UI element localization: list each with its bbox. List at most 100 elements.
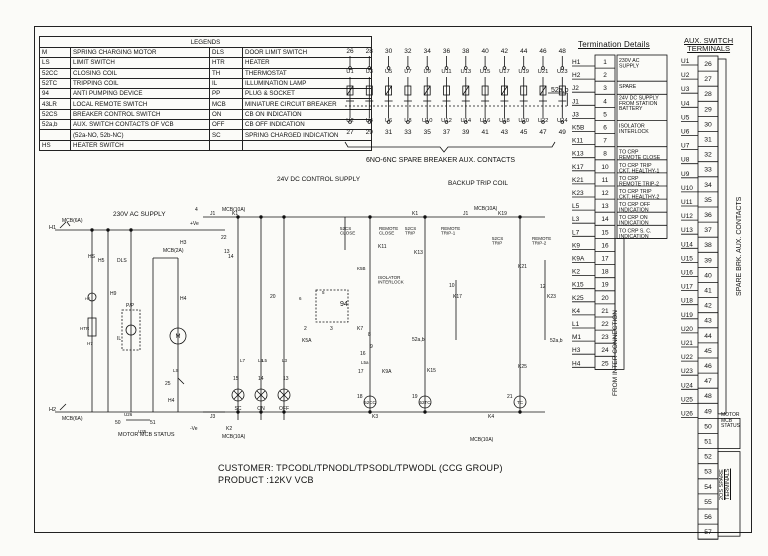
termination-wire-label: J1 [572, 98, 579, 105]
lamp-label: OFF [279, 406, 289, 412]
aux-terminal-wire-label: U23 [681, 368, 693, 375]
indication-lamp [231, 388, 245, 402]
mcb-label: MCB(10A) [470, 437, 494, 443]
termination-wire-label: H1 [572, 59, 581, 66]
junction-dot [106, 228, 110, 232]
indication-lamp [254, 388, 268, 402]
aux-terminal-number: 50 [704, 423, 712, 430]
aux-bottom-label: U10 [422, 118, 433, 124]
wire-label: 9 [370, 344, 373, 350]
aux-terminal-bottom [406, 120, 410, 124]
termination-number: 3 [603, 85, 607, 92]
spring-charging-motor [169, 327, 187, 345]
wire-label: K11 [378, 244, 387, 250]
aux-top-label: U19 [518, 69, 529, 75]
junction-dot [423, 410, 427, 414]
aux-terminal-number: 48 [704, 393, 712, 400]
wire-label: K5B [357, 266, 366, 271]
aux-terminal-wire-label: U24 [681, 382, 693, 389]
tripping-coil [418, 395, 432, 409]
junction-dot [368, 410, 372, 414]
termination-wire-label: K9 [572, 242, 580, 249]
wire-label: H4 [168, 398, 175, 404]
aux-terminal-number: 42 [704, 303, 712, 310]
dc-supply-title: 24V DC CONTROL SUPPLY [277, 176, 361, 183]
wire-label: K13 [414, 250, 423, 256]
aux-terminal-number: 56 [704, 514, 712, 521]
device-label: IL [117, 336, 121, 342]
termination-number: 15 [601, 229, 609, 236]
aux-terminal-number: 51 [704, 439, 712, 446]
mcb-switch [59, 403, 67, 411]
wire-label: K19 [498, 211, 507, 217]
termination-wire-label: K13 [572, 151, 584, 158]
aux-contact-nc [539, 85, 547, 96]
wire-label: 14 [258, 376, 264, 382]
wire-label: K9A [382, 369, 392, 375]
aux-caption-brace [344, 141, 556, 153]
termination-number: 25 [601, 360, 609, 367]
aux-bottom-label: U22 [538, 118, 549, 124]
aux-top-number: 36 [443, 48, 451, 55]
wire-label: 6 [299, 296, 302, 301]
wire-label: L5a [361, 360, 369, 365]
aux-top-number: 48 [559, 48, 567, 55]
termination-wire-label: L7 [572, 229, 580, 236]
wire-label: J1 [463, 211, 469, 217]
aux-contact-box [500, 85, 508, 96]
aux-terminal-top [444, 66, 449, 70]
aux-terminal-wire-label: U1 [681, 58, 690, 65]
termination-title: Termination Details [578, 40, 650, 49]
aux-top-number: 32 [404, 48, 412, 55]
junction-dot [282, 410, 286, 414]
aux-terminal-number: 32 [704, 152, 712, 159]
product-line: PRODUCT :12KV VCB [218, 475, 314, 485]
aux-top-number: 38 [462, 48, 470, 55]
aux-terminal-wire-label: U19 [681, 312, 693, 319]
aux-terminal-number: 53 [704, 469, 712, 476]
aux-bottom-number: 47 [539, 129, 547, 136]
mcb-label: MCB(6A) [62, 416, 83, 422]
aux-bottom-label: U2 [346, 118, 353, 124]
aux-terminal-number: 26 [704, 61, 712, 68]
lamp-cross [256, 390, 266, 400]
aux-terminal-bottom [502, 120, 507, 124]
wire-label: K4 [488, 414, 494, 420]
aux-terminal-number: 31 [704, 137, 712, 144]
wire-label: 15 [233, 376, 239, 382]
wire-label: U26 [124, 412, 133, 417]
aux-bottom-number: 29 [366, 129, 374, 136]
aux-contact-nc [501, 85, 508, 96]
termination-number: 12 [601, 190, 609, 197]
aux-top-label: U5 [385, 69, 392, 75]
junction-dot [236, 215, 240, 219]
aux-terminal-number: 30 [704, 121, 712, 128]
aux-bottom-label: U18 [499, 118, 510, 124]
wire-label: J3 [210, 414, 216, 420]
closing-coil-label: 52CC [364, 400, 376, 405]
aux-top-label: U15 [480, 69, 491, 75]
aux-top-label: U9 [423, 69, 430, 75]
aux-terminal-wire-label: U7 [681, 143, 690, 150]
aux-terminal-number: 45 [704, 348, 712, 355]
aux-contact-box [443, 85, 450, 96]
aux-terminal-wire-label: U21 [681, 340, 693, 347]
termination-wire-label: L5 [572, 203, 580, 210]
termination-number: 19 [601, 282, 609, 289]
aux-contact-box [539, 85, 547, 96]
aux-bottom-label: U24 [557, 118, 568, 124]
aux-terminal-wire-label: U9 [681, 171, 690, 178]
heater-element [87, 317, 97, 337]
device-label: LS [173, 368, 179, 373]
aux-terminal-number: 36 [704, 212, 712, 219]
wire-label: H4 [180, 296, 187, 302]
